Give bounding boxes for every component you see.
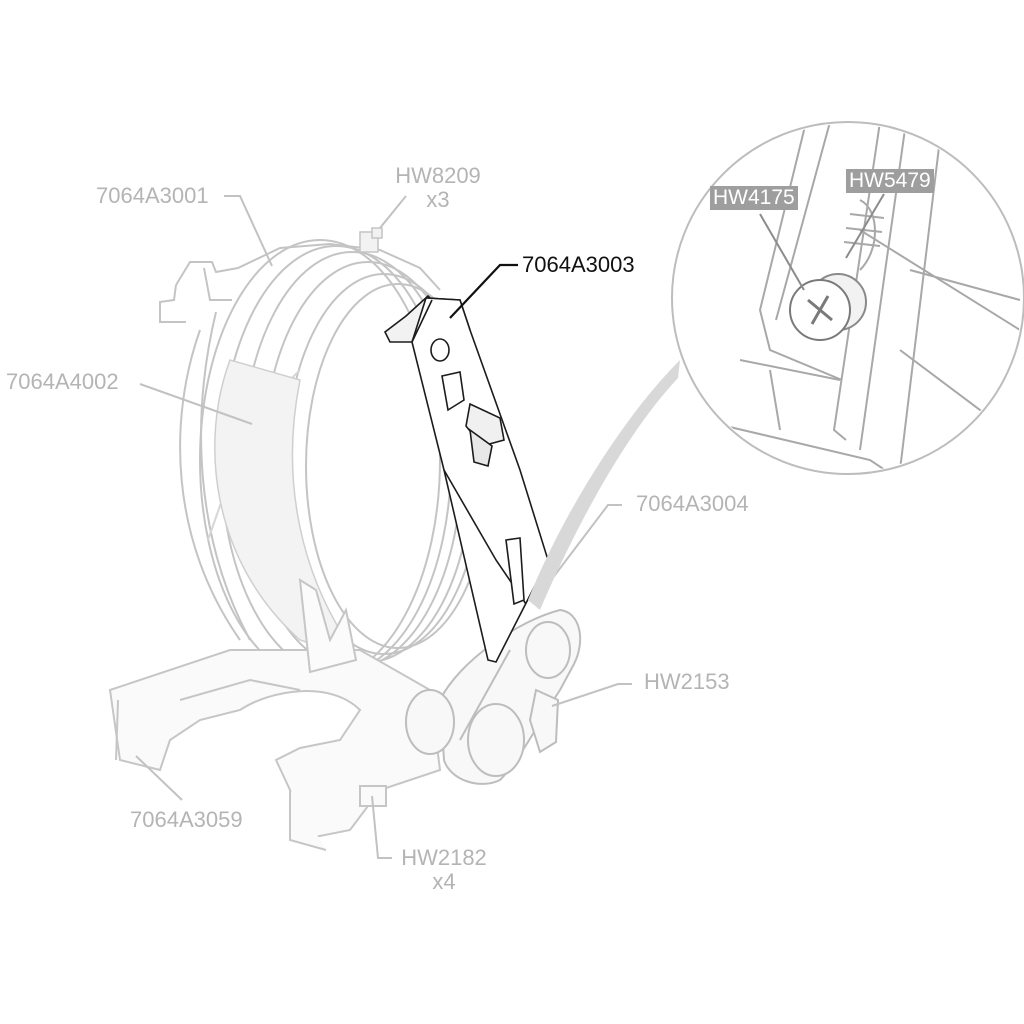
- label-top-screw-id: HW8209: [395, 163, 481, 188]
- label-base-screws-id: HW2182: [401, 845, 487, 870]
- leader-lines: [135, 195, 632, 859]
- link-part: [405, 608, 582, 785]
- highlighted-arm: [383, 294, 549, 663]
- detail-connector: [528, 360, 680, 610]
- label-base-screws-qty: x4: [432, 869, 456, 894]
- base-part: [108, 578, 442, 851]
- label-link-part: 7064A3004: [636, 491, 749, 516]
- label-detail-screw: HW4175: [710, 186, 798, 210]
- label-ring-insert: 7064A4002: [6, 369, 119, 394]
- label-pivot: HW2153: [644, 669, 730, 694]
- leader-highlighted-arm: [449, 263, 518, 319]
- label-top-screw: HW8209 x3: [388, 164, 488, 212]
- label-highlighted-arm: 7064A3003: [522, 252, 635, 277]
- label-detail-washer: HW5479: [846, 169, 934, 193]
- detail-screw-cross: [807, 295, 833, 325]
- top-screw: [359, 227, 383, 253]
- label-ring-part: 7064A3001: [96, 183, 209, 208]
- detail-callout: [671, 121, 1024, 475]
- label-base-screws: HW2182 x4: [396, 846, 492, 894]
- label-base: 7064A3059: [130, 807, 243, 832]
- label-top-screw-qty: x3: [426, 187, 450, 212]
